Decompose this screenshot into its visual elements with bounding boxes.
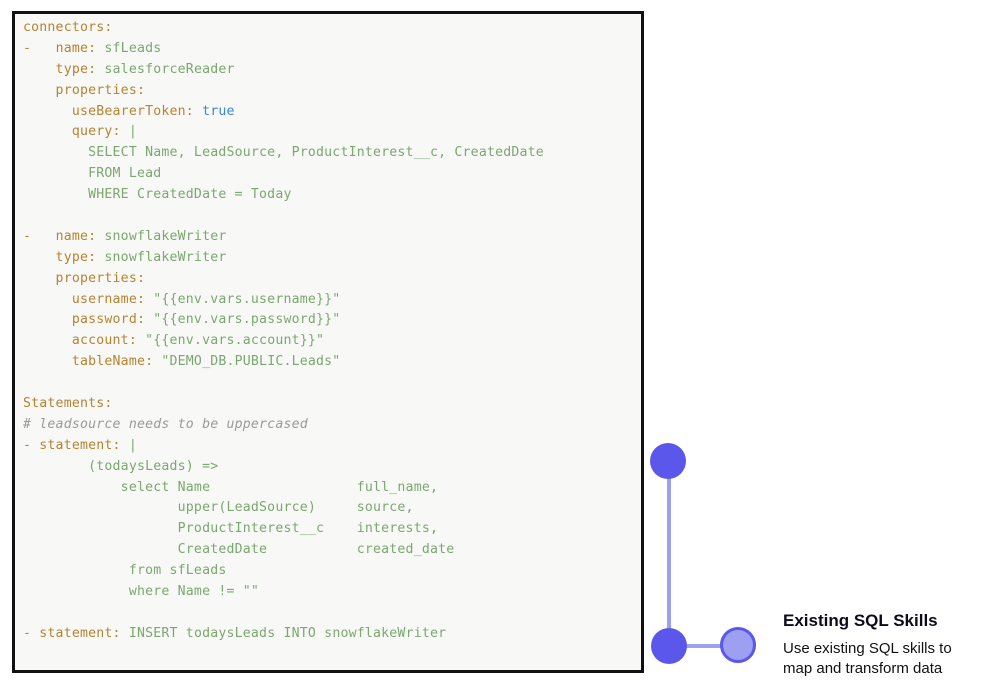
timeline-dot-icon (650, 443, 686, 479)
code-line: from sfLeads (23, 561, 637, 582)
code-line: tableName: "DEMO_DB.PUBLIC.Leads" (23, 352, 637, 373)
code-token: account: (23, 333, 137, 349)
code-line: upper(LeadSource) source, (23, 498, 637, 519)
code-token: SELECT Name, LeadSource, ProductInterest… (23, 145, 544, 161)
code-line: (todaysLeads) => (23, 457, 637, 478)
code-line: Statements: (23, 394, 637, 415)
code-token: from sfLeads (23, 563, 227, 579)
code-token: - statement: (23, 625, 121, 641)
timeline-dot-icon (651, 628, 687, 664)
code-line: connectors: (23, 18, 637, 39)
code-token: # leadsource needs to be uppercased (23, 416, 308, 432)
code-line (23, 206, 637, 227)
code-line: - name: sfLeads (23, 39, 637, 60)
code-token: "{{env.vars.account}}" (136, 333, 325, 349)
code-line: query: | (23, 122, 637, 143)
code-token: connectors: (23, 20, 113, 35)
code-token: | (120, 124, 137, 140)
code-line: type: salesforceReader (23, 60, 637, 81)
code-token: useBearerToken: (23, 103, 194, 119)
callout-title: Existing SQL Skills (783, 611, 938, 630)
code-token: true (193, 103, 235, 119)
code-token: salesforceReader (96, 61, 235, 77)
code-line: # leadsource needs to be uppercased (23, 415, 637, 436)
code-token: snowflakeWriter (96, 228, 227, 244)
code-token: query: (23, 124, 121, 140)
code-token: CreatedDate created_date (23, 542, 455, 558)
code-line: CreatedDate created_date (23, 540, 637, 561)
timeline-connector-vertical (667, 460, 671, 646)
code-token: "{{env.vars.password}}" (145, 312, 341, 328)
code-token: | (120, 437, 137, 453)
timeline-end-dot-icon (720, 627, 756, 663)
code-token: "DEMO_DB.PUBLIC.Leads" (153, 354, 341, 370)
code-line: properties: (23, 81, 637, 102)
code-token: properties: (23, 82, 146, 98)
code-token: password: (23, 312, 146, 328)
timeline-connector-horizontal (669, 644, 741, 648)
code-token: "{{env.vars.username}}" (145, 291, 341, 307)
code-token: ProductInterest__c interests, (23, 521, 439, 537)
code-token: (todaysLeads) => (23, 458, 219, 474)
code-line: WHERE CreatedDate = Today (23, 185, 637, 206)
code-line: ProductInterest__c interests, (23, 519, 637, 540)
code-token: name: (55, 40, 97, 56)
code-line: select Name full_name, (23, 478, 637, 499)
code-token: type: (23, 249, 97, 265)
code-line (23, 603, 637, 624)
code-token: INSERT todaysLeads INTO snowflakeWriter (120, 625, 447, 641)
code-line: type: snowflakeWriter (23, 248, 637, 269)
code-panel: connectors: - name: sfLeads type: salesfo… (12, 11, 644, 673)
code-token: FROM Lead (23, 166, 162, 182)
code-token: tableName: (23, 354, 154, 370)
code-line: properties: (23, 269, 637, 290)
code-token: sfLeads (96, 40, 162, 56)
code-token: select Name full_name, (23, 479, 439, 495)
code-token: - statement: (23, 437, 121, 453)
code-line: SELECT Name, LeadSource, ProductInterest… (23, 143, 637, 164)
code-token: where Name != "" (23, 584, 260, 600)
code-token: - (23, 40, 56, 56)
code-token: name: (55, 228, 97, 244)
code-token: properties: (23, 270, 146, 286)
code-line: useBearerToken: true (23, 102, 637, 123)
code-line: where Name != "" (23, 582, 637, 603)
code-line: - name: snowflakeWriter (23, 227, 637, 248)
code-token: snowflakeWriter (96, 249, 227, 265)
code-line: password: "{{env.vars.password}}" (23, 310, 637, 331)
code-line (23, 373, 637, 394)
code-line: FROM Lead (23, 164, 637, 185)
code-token: type: (23, 61, 97, 77)
callout-body: Use existing SQL skills to map and trans… (783, 640, 952, 677)
code-line: - statement: | (23, 436, 637, 457)
code-token: upper(LeadSource) source, (23, 500, 414, 516)
code-line: account: "{{env.vars.account}}" (23, 331, 637, 352)
code-token: WHERE CreatedDate = Today (23, 187, 292, 203)
code-token: Statements: (23, 396, 113, 412)
code-block: connectors: - name: sfLeads type: salesfo… (23, 18, 637, 645)
code-token: username: (23, 291, 146, 307)
code-line: username: "{{env.vars.username}}" (23, 290, 637, 311)
code-token: - (23, 228, 56, 244)
code-line: - statement: INSERT todaysLeads INTO sno… (23, 624, 637, 645)
